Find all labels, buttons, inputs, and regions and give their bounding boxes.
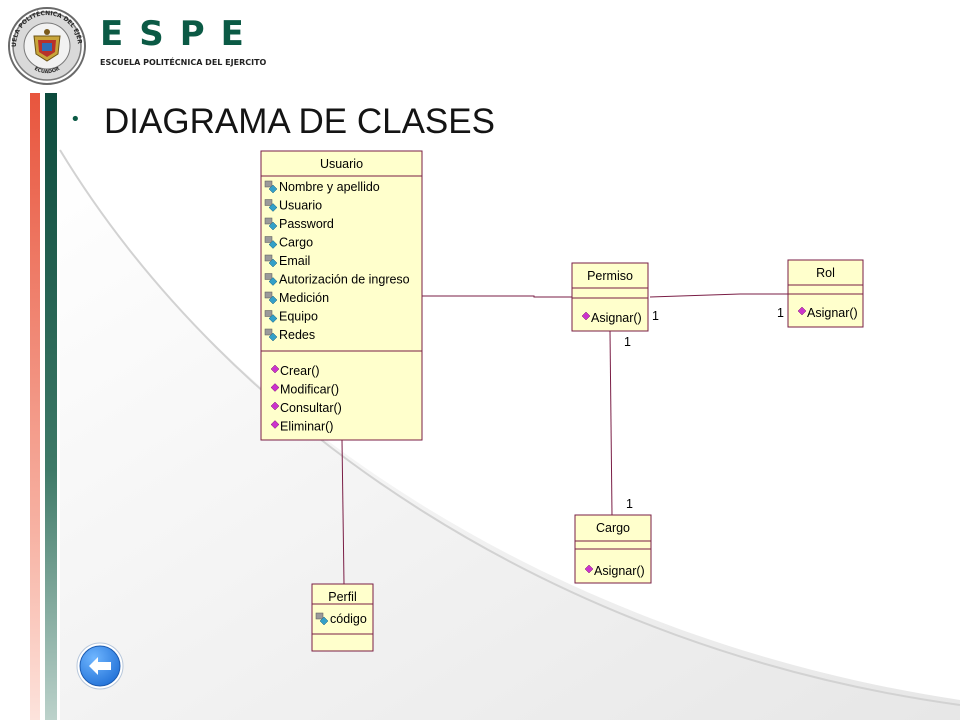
attribute-icon — [264, 291, 278, 305]
attribute-icon — [264, 180, 278, 194]
class-name-perfil: Perfil — [328, 590, 356, 604]
attribute-lock-icon — [264, 180, 273, 188]
attribute-usuario: Equipo — [279, 310, 318, 324]
multiplicity-label: 1 — [652, 309, 659, 323]
attribute-icon — [264, 310, 278, 323]
arrow-left-icon — [76, 642, 124, 690]
operation-icon — [270, 383, 280, 392]
attribute-perfil: código — [330, 612, 367, 626]
association-permiso-rol — [649, 293, 788, 298]
decor-bar-green — [45, 93, 57, 720]
attribute-usuario: Password — [279, 217, 334, 231]
title-bullet: • — [70, 109, 81, 130]
class-name-cargo: Cargo — [596, 521, 630, 535]
class-box-usuario — [260, 150, 423, 441]
association-usuario-perfil — [341, 439, 345, 585]
attribute-icon — [264, 273, 278, 286]
attribute-icon — [264, 236, 278, 249]
back-button[interactable] — [75, 641, 125, 691]
attribute-icon — [315, 612, 329, 626]
attribute-diamond-icon — [268, 184, 278, 194]
attribute-diamond-icon — [268, 314, 278, 323]
class-name-usuario: Usuario — [320, 157, 363, 171]
attribute-icon — [264, 328, 278, 342]
attribute-diamond-icon — [268, 332, 278, 342]
operation-icon — [270, 401, 280, 411]
operation-permiso: Asignar() — [591, 311, 642, 325]
operation-icon — [270, 420, 280, 429]
attribute-icon — [264, 217, 278, 231]
attribute-usuario: Medición — [279, 291, 329, 305]
attribute-lock-icon — [264, 199, 273, 206]
multiplicity-label: 1 — [777, 306, 784, 320]
multiplicity-label: 1 — [624, 335, 631, 349]
operation-icon — [581, 311, 591, 321]
attribute-lock-icon — [264, 328, 273, 336]
attribute-diamond-icon — [268, 295, 278, 305]
attribute-lock-icon — [264, 291, 273, 299]
brand-subtitle: ESCUELA POLITÉCNICA DEL EJERCITO — [100, 58, 267, 67]
operation-usuario: Consultar() — [280, 401, 342, 415]
attribute-lock-icon — [264, 310, 273, 317]
attribute-usuario: Autorización de ingreso — [279, 273, 410, 287]
attribute-lock-icon — [264, 217, 273, 225]
attribute-lock-icon — [264, 236, 273, 243]
attribute-icon — [264, 199, 278, 212]
operation-rol: Asignar() — [807, 306, 858, 320]
attribute-lock-icon — [315, 612, 324, 620]
association-permiso-cargo — [609, 330, 613, 516]
multiplicity-label: 1 — [626, 497, 633, 511]
operation-usuario: Modificar() — [280, 383, 339, 397]
attribute-usuario: Email — [279, 254, 310, 268]
attribute-diamond-icon — [268, 277, 278, 286]
class-name-rol: Rol — [816, 266, 835, 280]
attribute-icon — [264, 254, 278, 268]
attribute-diamond-icon — [268, 221, 278, 231]
attribute-usuario: Usuario — [279, 199, 322, 213]
class-name-permiso: Permiso — [587, 269, 633, 283]
attribute-usuario: Nombre y apellido — [279, 180, 380, 194]
attribute-lock-icon — [264, 273, 273, 280]
operation-cargo: Asignar() — [594, 564, 645, 578]
operation-icon — [584, 564, 594, 574]
espe-logo: ESCUELA POLITÉCNICA DEL EJÉRCITO ECUADOR — [1, 1, 90, 86]
attribute-lock-icon — [264, 254, 273, 262]
operation-usuario: Crear() — [280, 364, 320, 378]
association-usuario-permiso — [422, 295, 572, 298]
brand-letters: ESPE — [100, 14, 260, 54]
attribute-diamond-icon — [268, 203, 278, 212]
attribute-diamond-icon — [268, 258, 278, 268]
brand-block: ESPE ESCUELA POLITÉCNICA DEL EJERCITO — [100, 14, 266, 67]
operation-icon — [270, 364, 280, 374]
attribute-diamond-icon — [319, 616, 329, 626]
operation-usuario: Eliminar() — [280, 420, 333, 434]
class-box-permiso — [571, 262, 649, 332]
attribute-usuario: Redes — [279, 328, 315, 342]
attribute-diamond-icon — [268, 240, 278, 249]
operation-icon — [797, 306, 807, 316]
logo-bottom-text: ECUADOR — [33, 66, 61, 75]
attribute-usuario: Cargo — [279, 236, 313, 250]
slide-title: DIAGRAMA DE CLASES — [104, 102, 495, 141]
decor-bar-red — [30, 93, 40, 720]
